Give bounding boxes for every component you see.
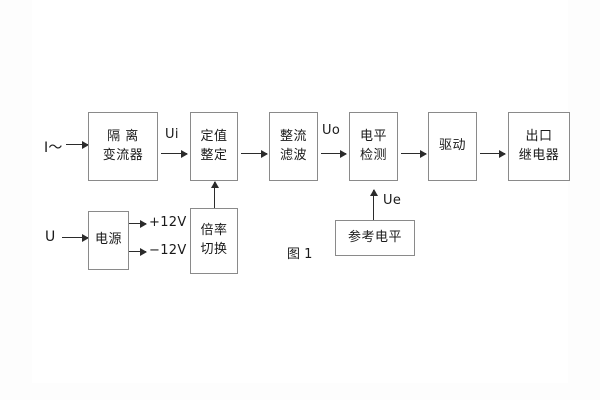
block-rectify-filter-line2: 滤波: [279, 147, 307, 163]
block-output-relay-line2: 继电器: [518, 147, 560, 163]
arrow-rail-negative: [129, 247, 147, 256]
block-power-supply-line1: 电源: [94, 232, 122, 248]
rail-label-negative: −12V: [149, 243, 187, 258]
block-isolation-transformer[interactable]: 隔 离 变流器: [88, 112, 158, 181]
block-isolation-transformer-line1: 隔 离: [107, 128, 139, 144]
signal-label-uo: Uo: [322, 123, 341, 138]
block-level-detect-line1: 电平: [359, 128, 387, 144]
figure-caption: 图 1: [287, 247, 313, 262]
block-multiplier-switch-line2: 切换: [200, 242, 228, 257]
block-output-relay-line1: 出口: [525, 128, 553, 144]
block-drive-line1: 驱动: [438, 138, 466, 154]
block-power-supply[interactable]: 电源: [88, 211, 129, 270]
rail-label-positive: +12V: [149, 215, 187, 230]
arrow-level-detect-to-drive: [401, 149, 427, 158]
arrow-voltage-to-power-supply: [62, 233, 89, 242]
arrow-reference-to-level-detect: [369, 189, 378, 220]
block-reference-level[interactable]: 参考电平: [335, 220, 415, 256]
input-label-voltage: U: [45, 229, 56, 245]
block-reference-level-line1: 参考电平: [347, 229, 402, 245]
arrow-setting-to-rectify: [241, 149, 268, 158]
block-drive[interactable]: 驱动: [428, 112, 477, 181]
block-setting-adjust[interactable]: 定值 整定: [190, 112, 238, 181]
block-multiplier-switch[interactable]: 倍率 切换: [190, 208, 238, 274]
block-multiplier-switch-line1: 倍率: [200, 223, 228, 239]
page-plate: [32, 0, 568, 383]
block-level-detect[interactable]: 电平 检测: [349, 112, 398, 181]
arrow-multiplier-to-setting: [210, 181, 219, 208]
input-label-current: I～: [44, 140, 63, 156]
block-isolation-transformer-line2: 变流器: [102, 147, 144, 163]
signal-label-ue: Ue: [383, 193, 402, 208]
arrow-isolation-to-setting: [161, 149, 188, 158]
block-rectify-filter[interactable]: 整流 滤波: [269, 112, 318, 181]
block-output-relay[interactable]: 出口 继电器: [508, 112, 570, 181]
arrow-rectify-to-level-detect: [321, 149, 347, 158]
arrow-rail-positive: [129, 219, 147, 228]
block-setting-adjust-line2: 整定: [200, 147, 228, 163]
block-level-detect-line2: 检测: [359, 147, 387, 163]
block-rectify-filter-line1: 整流: [279, 128, 307, 144]
block-setting-adjust-line1: 定值: [200, 128, 228, 144]
arrow-current-to-isolation: [66, 140, 89, 149]
arrow-drive-to-output-relay: [480, 149, 506, 158]
signal-label-ui: Ui: [165, 127, 179, 142]
